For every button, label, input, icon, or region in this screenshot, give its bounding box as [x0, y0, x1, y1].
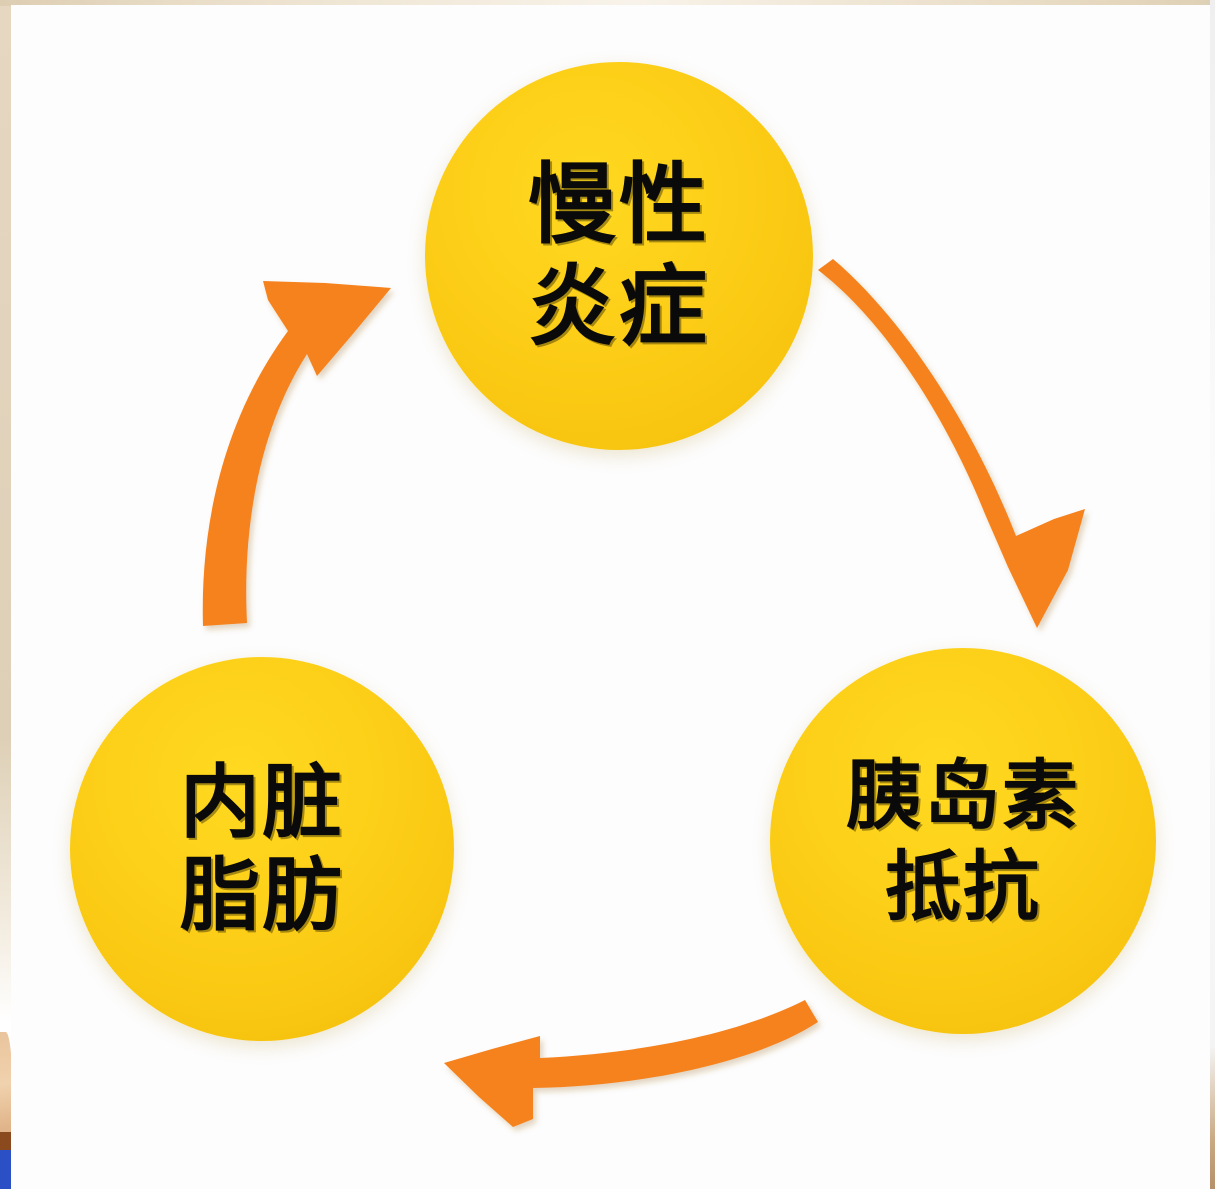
node-chronic-inflammation[interactable]: 慢性 炎症 [425, 62, 813, 450]
bottom-left-photo-fragment [0, 1032, 12, 1148]
node-visceral-fat[interactable]: 内脏 脂肪 [70, 657, 454, 1041]
node-chronic-inflammation-line2: 炎症 [527, 255, 710, 358]
arrow-insulin-to-visceralfat [444, 1000, 818, 1127]
node-chronic-inflammation-line1: 慢性 [527, 153, 710, 257]
node-insulin-resistance-line2: 抵抗 [885, 842, 1041, 931]
arrow-visceralfat-to-inflammation [202, 281, 391, 626]
top-edge-photo-strip [0, 0, 1215, 6]
node-visceral-fat-line1: 内脏 [180, 755, 344, 849]
bottom-left-photo-fragment-blue [0, 1150, 12, 1189]
node-insulin-resistance-line1: 胰岛素 [846, 750, 1080, 840]
arrow-inflammation-to-insulin [818, 259, 1085, 628]
bottom-left-photo-fragment-dark [0, 1132, 11, 1154]
node-visceral-fat-line2: 脂肪 [180, 849, 344, 942]
right-edge-strip [1210, 0, 1215, 1189]
left-edge-photo-strip [0, 0, 11, 1189]
node-insulin-resistance[interactable]: 胰岛素 抵抗 [770, 648, 1156, 1034]
